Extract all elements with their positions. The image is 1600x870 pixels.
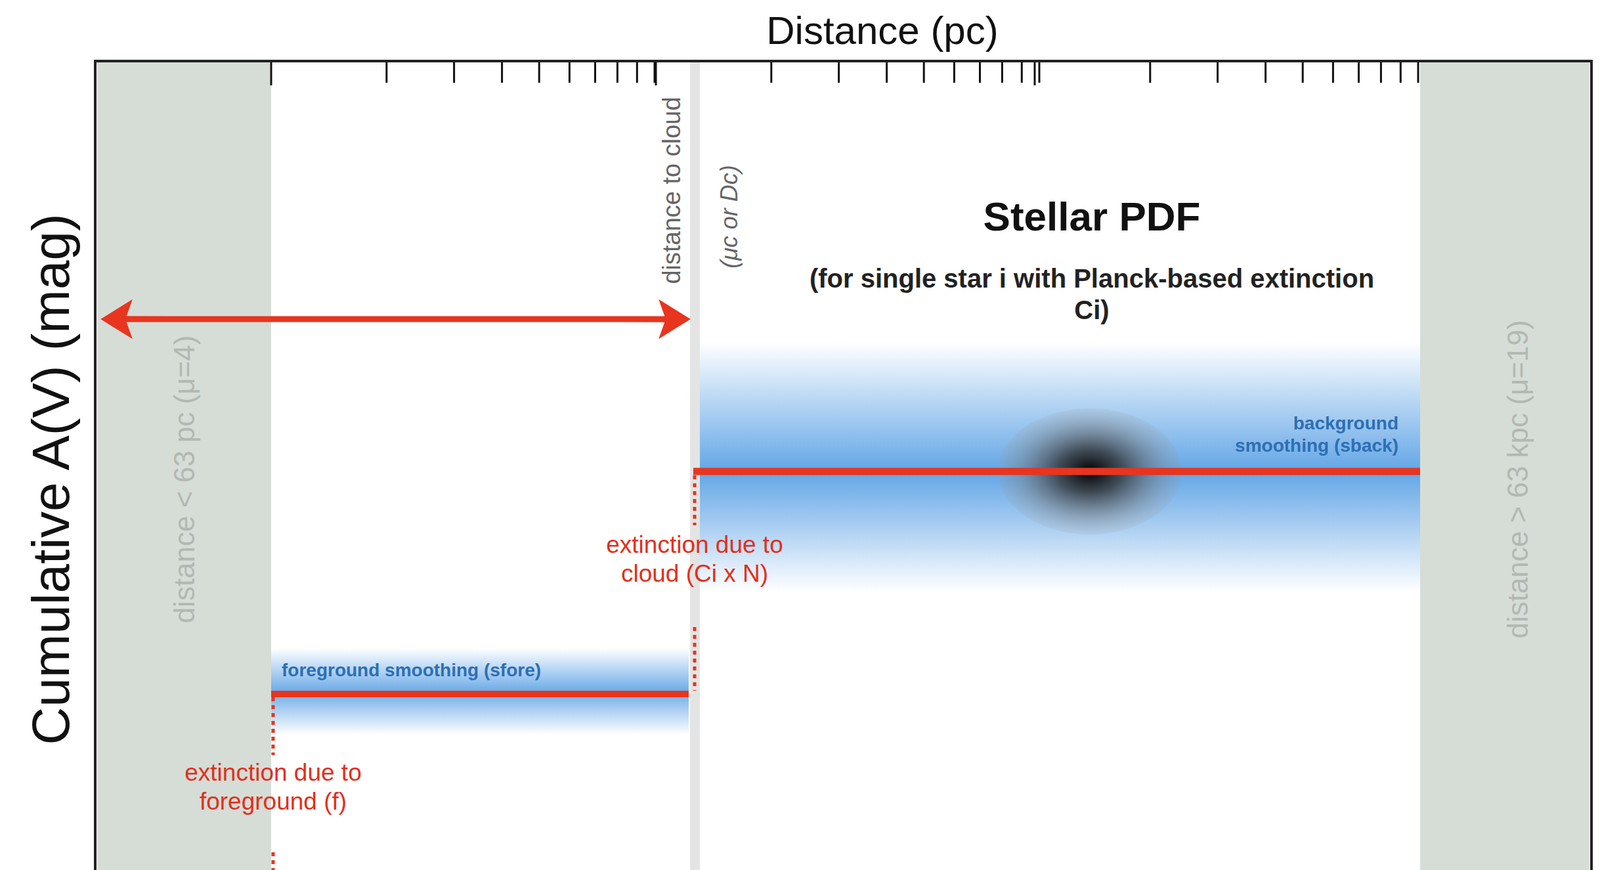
background-smoothing [699, 342, 1421, 592]
axis-tick [1034, 61, 1037, 86]
axis-tick [978, 61, 981, 83]
axis-tick [568, 61, 571, 83]
extinction-label: extinction due to cloud (Ci x N) [576, 530, 813, 589]
far-region [1420, 62, 1590, 870]
cloud-extinction [693, 468, 1421, 476]
axis-tick [538, 61, 541, 83]
cloud-step [693, 475, 697, 526]
axis-tick [1020, 61, 1023, 83]
distance-arrow [101, 300, 690, 338]
axis-tick [1417, 61, 1420, 83]
axis-tick [616, 61, 619, 83]
axis-tick [1357, 61, 1360, 83]
pdf-title: Stellar PDF [983, 192, 1201, 241]
axis-title: Distance (pc) [766, 7, 998, 55]
axis-tick [1301, 61, 1304, 83]
axis-tick [1038, 61, 1041, 83]
axis-label: Cumulative A(V) (mag) [19, 213, 83, 745]
axis-tick [453, 61, 455, 83]
axis-tick [923, 61, 926, 83]
cloud-distance-line [690, 62, 700, 870]
foreground-extinction [271, 690, 689, 698]
axis-tick [636, 61, 639, 83]
axis-tick [655, 61, 658, 86]
region-label: distance < 63 pc (μ=4) [167, 335, 203, 624]
near-region [97, 62, 272, 870]
axis-tick [385, 61, 388, 83]
axis-tick [1332, 61, 1335, 83]
axis-tick [1148, 61, 1151, 83]
axis-tick [1001, 61, 1004, 83]
log-ticks [271, 61, 1419, 86]
cloud-step [693, 627, 697, 691]
extinction-label: extinction due to foreground (f) [174, 758, 372, 817]
smoothing-label: background smoothing (sback) [1208, 412, 1399, 457]
cloud-symbol: (μc or Dc) [714, 164, 744, 269]
region-label: distance > 63 kpc (μ=19) [1500, 319, 1536, 639]
axis-tick [594, 61, 597, 83]
axis-tick [770, 61, 773, 83]
foreground-step [271, 697, 276, 756]
axis-tick [885, 61, 888, 83]
plot-frame [95, 61, 1592, 870]
axis-tick [1264, 61, 1267, 83]
axis-tick [1399, 61, 1402, 83]
axis-tick [953, 61, 956, 83]
foreground-step [271, 852, 276, 870]
axis-tick [1380, 61, 1383, 83]
axis-tick [500, 61, 503, 83]
foreground-smoothing [271, 648, 689, 735]
axis-tick [837, 61, 840, 83]
axis-tick [270, 61, 273, 86]
smoothing-label: foreground smoothing (sfore) [281, 659, 541, 682]
axis-tick [1216, 61, 1219, 83]
cloud-label: distance to cloud [657, 96, 688, 284]
pdf-note: (for single star i with Planck-based ext… [796, 262, 1388, 326]
